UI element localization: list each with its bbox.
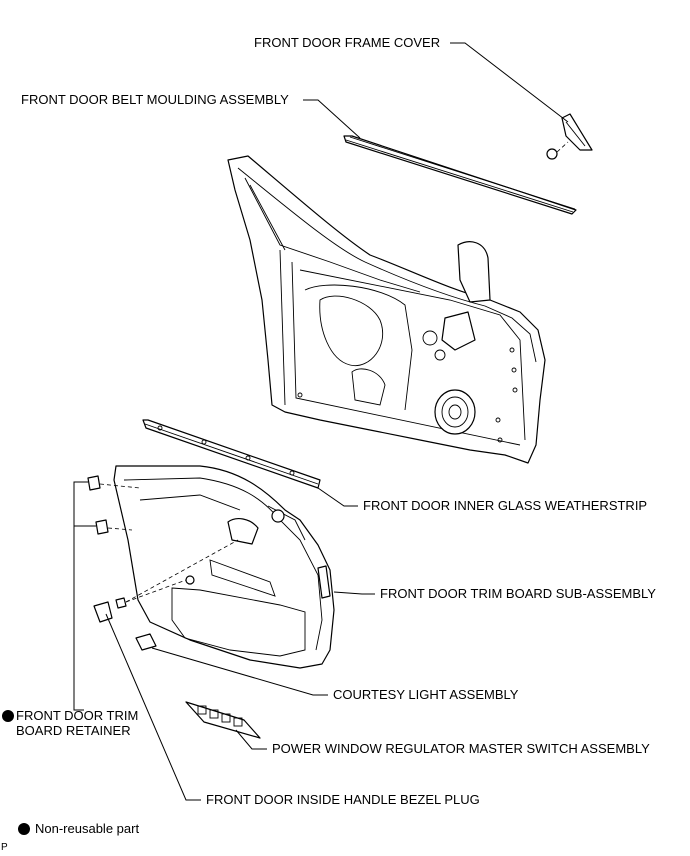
non-reusable-mark-icon — [2, 710, 14, 722]
legend-non-reusable: Non-reusable part — [35, 821, 140, 836]
door-frame-illustration — [227, 155, 546, 464]
screw-illustration — [115, 539, 239, 609]
frame-cover-illustration — [546, 113, 593, 160]
label-belt-moulding: FRONT DOOR BELT MOULDING ASSEMBLY — [21, 92, 289, 107]
label-courtesy-light: COURTESY LIGHT ASSEMBLY — [333, 687, 519, 702]
master-switch-illustration — [185, 701, 261, 739]
trim-board-illustration — [113, 465, 335, 669]
corner-mark: P — [1, 842, 8, 853]
label-trim-board: FRONT DOOR TRIM BOARD SUB-ASSEMBLY — [380, 586, 656, 601]
label-trim-retainer-line2: BOARD RETAINER — [16, 723, 131, 738]
leader-lines — [73, 42, 569, 801]
bezel-plug-illustration — [93, 601, 113, 623]
retainer-clips-illustration — [87, 475, 141, 535]
courtesy-light-illustration — [135, 633, 157, 651]
label-trim-retainer-line1: FRONT DOOR TRIM — [16, 708, 139, 723]
label-frame-cover: FRONT DOOR FRAME COVER — [254, 35, 441, 50]
inner-glass-weatherstrip-illustration — [142, 419, 321, 489]
label-inner-glass-weatherstrip: FRONT DOOR INNER GLASS WEATHERSTRIP — [363, 498, 648, 513]
non-reusable-legend-icon — [18, 823, 30, 835]
belt-moulding-illustration — [343, 135, 577, 215]
label-master-switch: POWER WINDOW REGULATOR MASTER SWITCH ASS… — [272, 741, 650, 756]
label-bezel-plug: FRONT DOOR INSIDE HANDLE BEZEL PLUG — [206, 792, 480, 807]
